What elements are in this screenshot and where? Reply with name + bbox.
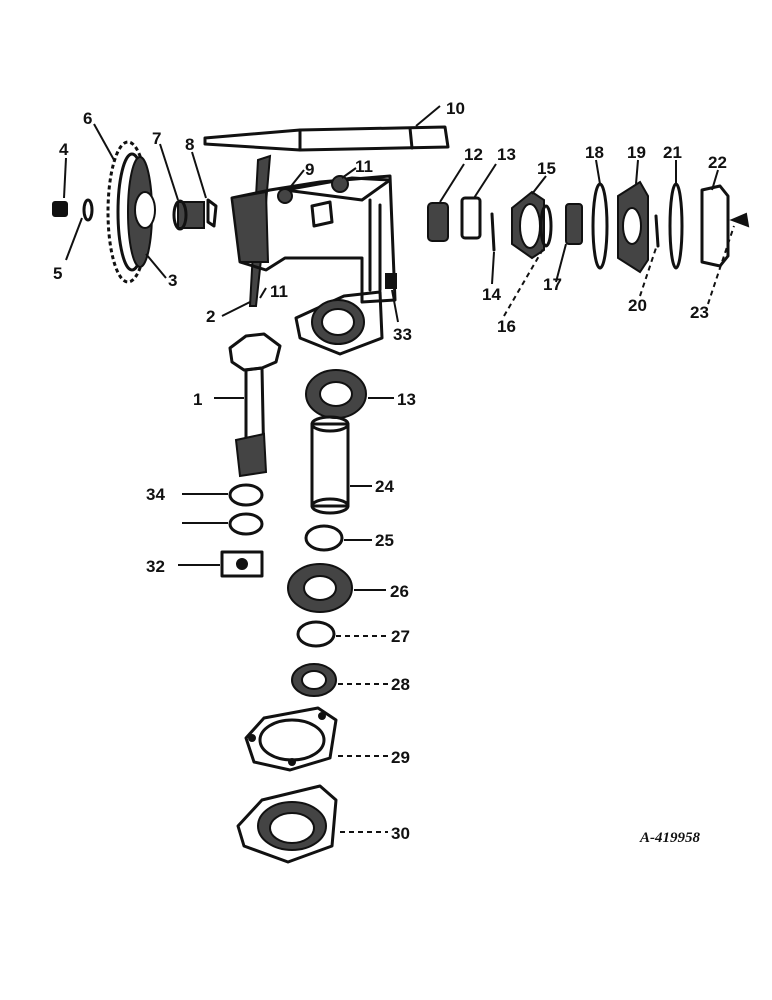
part-7-hub [172,199,205,231]
part-16-ring [539,204,553,248]
callout-27: 27 [391,627,410,646]
callout-2: 2 [206,307,215,326]
part-34-ring [228,512,264,536]
callout-19: 19 [627,143,646,162]
callout-22: 22 [708,153,727,172]
callout-14: 14 [482,285,501,304]
part-17-bushing [565,203,583,245]
gear-housing [230,154,397,356]
figure-reference: A-419958 [639,830,701,846]
callout-25: 25 [375,531,394,550]
part-18-disc [591,182,609,270]
part-33-ring [228,483,264,507]
part-24-sleeve [310,415,350,515]
part-10-shaft [203,125,450,152]
callout-6: 6 [83,109,92,128]
callout-1: 1 [193,390,202,409]
part-15-bevel-gear [511,190,545,260]
part-23-screw [729,212,750,228]
callout-13-top: 13 [497,145,516,164]
part-30-retainer [236,784,338,864]
callout-13-lower: 13 [397,390,416,409]
part-19-gear [617,180,649,274]
callout-26: 26 [390,582,409,601]
part-6-sprocket [106,140,156,284]
callout-5: 5 [53,264,62,283]
callout-8: 8 [185,135,194,154]
callout-24: 24 [375,477,394,496]
callout-9: 9 [305,160,314,179]
callout-4: 4 [59,140,69,159]
part-12-bearing [427,202,449,242]
part-21-plate [668,182,684,270]
callout-32: 33 [393,325,412,344]
callout-21: 21 [663,143,682,162]
leader-lines [63,105,735,833]
callout-10: 10 [446,99,465,118]
part-13-bearing [460,196,482,240]
callout-7: 7 [152,129,161,148]
callout-labels: 10 4 6 7 8 5 3 2 9 11 11 12 13 15 18 19 … [53,99,727,846]
part-14-pin [490,212,496,252]
callout-33: 34 [146,485,165,504]
part-22-cap [700,184,730,268]
part-4-nut [52,201,68,217]
callout-12: 12 [464,145,483,164]
callout-11-bottom: 11 [270,282,288,301]
callout-31: 32 [146,557,165,576]
part-29-gasket [244,706,338,772]
callout-28: 28 [391,675,410,694]
callout-16: 16 [497,317,516,336]
part-8-key [206,198,218,228]
part-27-ring [296,620,336,648]
callout-15: 15 [537,159,556,178]
part-25-ring [304,524,344,552]
callout-20: 20 [628,296,647,315]
callout-11-top: 11 [355,157,373,176]
part-26-bearing [287,563,353,613]
callout-29: 29 [391,748,410,767]
callout-30: 30 [391,824,410,843]
callout-18: 18 [585,143,604,162]
part-1-pinion-shaft [228,332,282,478]
callout-17: 17 [543,275,562,294]
callout-3: 3 [168,271,177,290]
part-13-lower-bearing [305,369,367,419]
part-31-plate [220,550,264,578]
part-drawings [52,125,750,864]
part-5-washer [82,198,94,222]
part-20-pin [654,214,660,248]
part-28-seal [291,663,337,697]
callout-23: 23 [690,303,709,322]
